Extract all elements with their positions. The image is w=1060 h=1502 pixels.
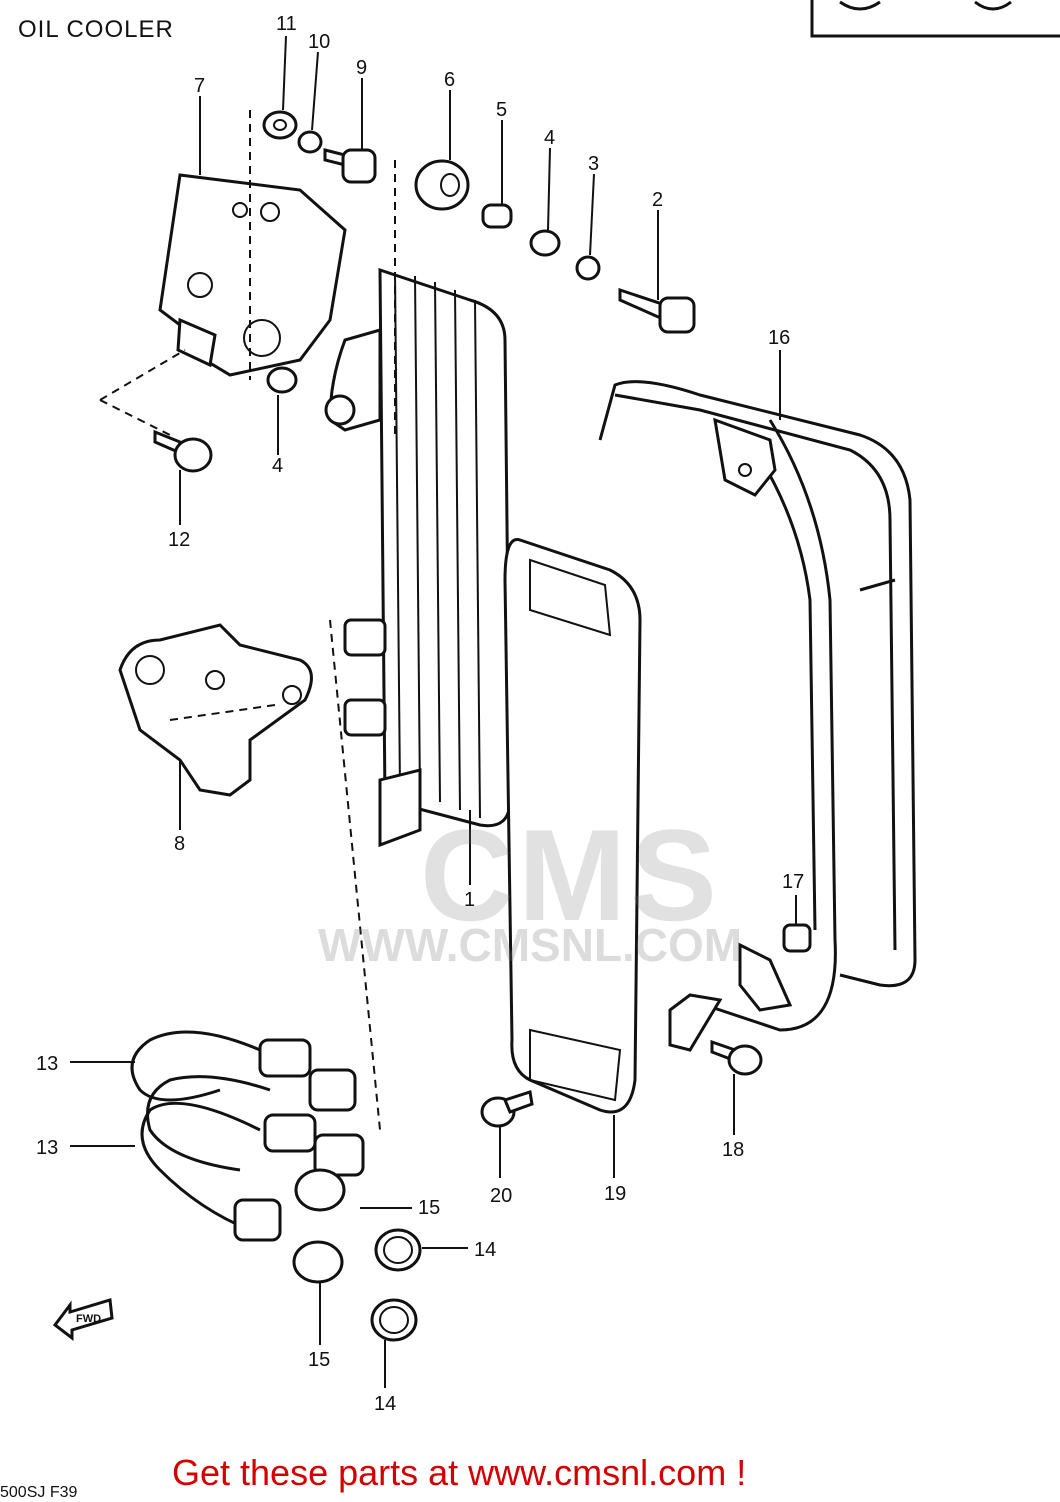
upper-bracket (158, 173, 347, 377)
page-title: OIL COOLER (18, 16, 174, 43)
watermark-url: WWW.CMSNL.COM (318, 919, 743, 971)
callout-15-upper: 15 (418, 1197, 440, 1219)
callout-15-lower: 15 (308, 1349, 330, 1371)
leader-lines (70, 35, 797, 1388)
inset-frame (810, 0, 1060, 38)
hardware (153, 110, 812, 1128)
callout-3: 3 (588, 153, 599, 175)
callout-13-upper: 13 (36, 1053, 58, 1075)
callout-6: 6 (444, 69, 455, 91)
callout-14-lower: 14 (374, 1393, 396, 1415)
cooler-shroud (503, 538, 642, 1114)
fwd-arrow-icon: FWD (52, 1298, 114, 1342)
lower-bracket (118, 623, 313, 797)
callout-18: 18 (722, 1139, 744, 1161)
callout-11: 11 (276, 13, 297, 35)
callout-4-lower: 4 (272, 455, 283, 477)
callout-9: 9 (356, 57, 367, 79)
callout-2: 2 (652, 189, 663, 211)
oil-hoses (130, 1030, 422, 1342)
callout-20: 20 (490, 1185, 512, 1207)
diagram-code: 500SJ F39 (0, 1484, 78, 1501)
fwd-label: FWD (76, 1313, 101, 1325)
watermark-logo: CMS (420, 802, 721, 948)
footer-parts-link[interactable]: Get these parts at www.cmsnl.com ! (172, 1452, 747, 1493)
callout-4-upper: 4 (544, 127, 555, 149)
callout-12: 12 (168, 529, 190, 551)
callout-8: 8 (174, 833, 185, 855)
callouts: 11 10 9 6 5 4 3 2 7 4 12 16 8 1 17 13 13… (36, 13, 804, 1415)
cooler-guard (598, 380, 917, 1052)
callout-16: 16 (768, 327, 790, 349)
oil-cooler-core (324, 267, 512, 848)
callout-17: 17 (782, 871, 804, 893)
assembly-lines (99, 110, 396, 1131)
callout-7: 7 (194, 75, 205, 97)
callout-13-lower: 13 (36, 1137, 58, 1159)
callout-1: 1 (464, 889, 475, 911)
callout-19: 19 (604, 1183, 626, 1205)
callout-14-upper: 14 (474, 1239, 496, 1261)
callout-5: 5 (496, 99, 507, 121)
callout-10: 10 (308, 31, 330, 53)
